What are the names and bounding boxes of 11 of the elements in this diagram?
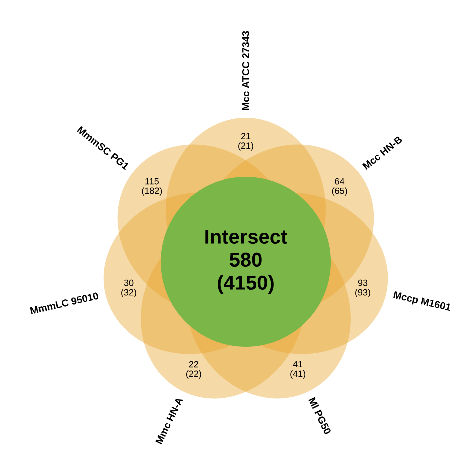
petal-count: 30 (32) <box>122 280 136 298</box>
petal-count: 21 (21) <box>238 133 254 151</box>
petal-count: 64 (65) <box>332 178 348 196</box>
petal-count: 22 (22) <box>186 361 202 379</box>
strain-label: Ml PG50 <box>308 397 331 434</box>
strain-label: MmmLC 95010 <box>30 292 98 314</box>
petal-count: 115 (182) <box>142 178 162 196</box>
petal-count: 41 (41) <box>290 361 306 379</box>
strain-label: Mccp M1601 <box>394 291 450 312</box>
petal-count: 93 (93) <box>356 280 370 298</box>
strain-label: Mcc ATCC 27343 <box>242 31 250 110</box>
